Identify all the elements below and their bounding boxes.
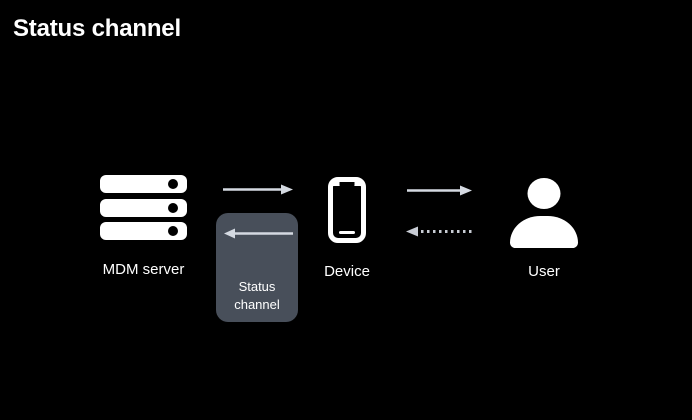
iphone-icon — [328, 177, 366, 243]
device-label: Device — [324, 263, 370, 280]
arrow-device-to-mdm — [224, 228, 293, 239]
person-body — [510, 216, 578, 248]
page-title: Status channel — [13, 15, 181, 42]
server-icon — [100, 175, 187, 240]
iphone-homebar — [339, 231, 355, 234]
mdm-server-label: MDM server — [102, 261, 185, 278]
user-label: User — [528, 263, 560, 280]
status-channel-box: Status channel — [216, 213, 298, 322]
server-drive-dot — [168, 226, 178, 236]
arrow-device-to-user — [407, 185, 472, 196]
server-drive-dot — [168, 202, 178, 213]
server-bar — [100, 222, 187, 240]
status-channel-box-label: Status channel — [234, 279, 280, 312]
server-drive-dot — [168, 179, 178, 189]
person-icon — [510, 177, 578, 248]
person-head — [527, 178, 561, 209]
arrow-mdm-to-device — [223, 184, 293, 195]
server-bar — [100, 175, 187, 193]
server-bar — [100, 198, 187, 217]
iphone-notch — [339, 182, 355, 188]
arrow-user-to-device-dotted — [406, 226, 472, 237]
